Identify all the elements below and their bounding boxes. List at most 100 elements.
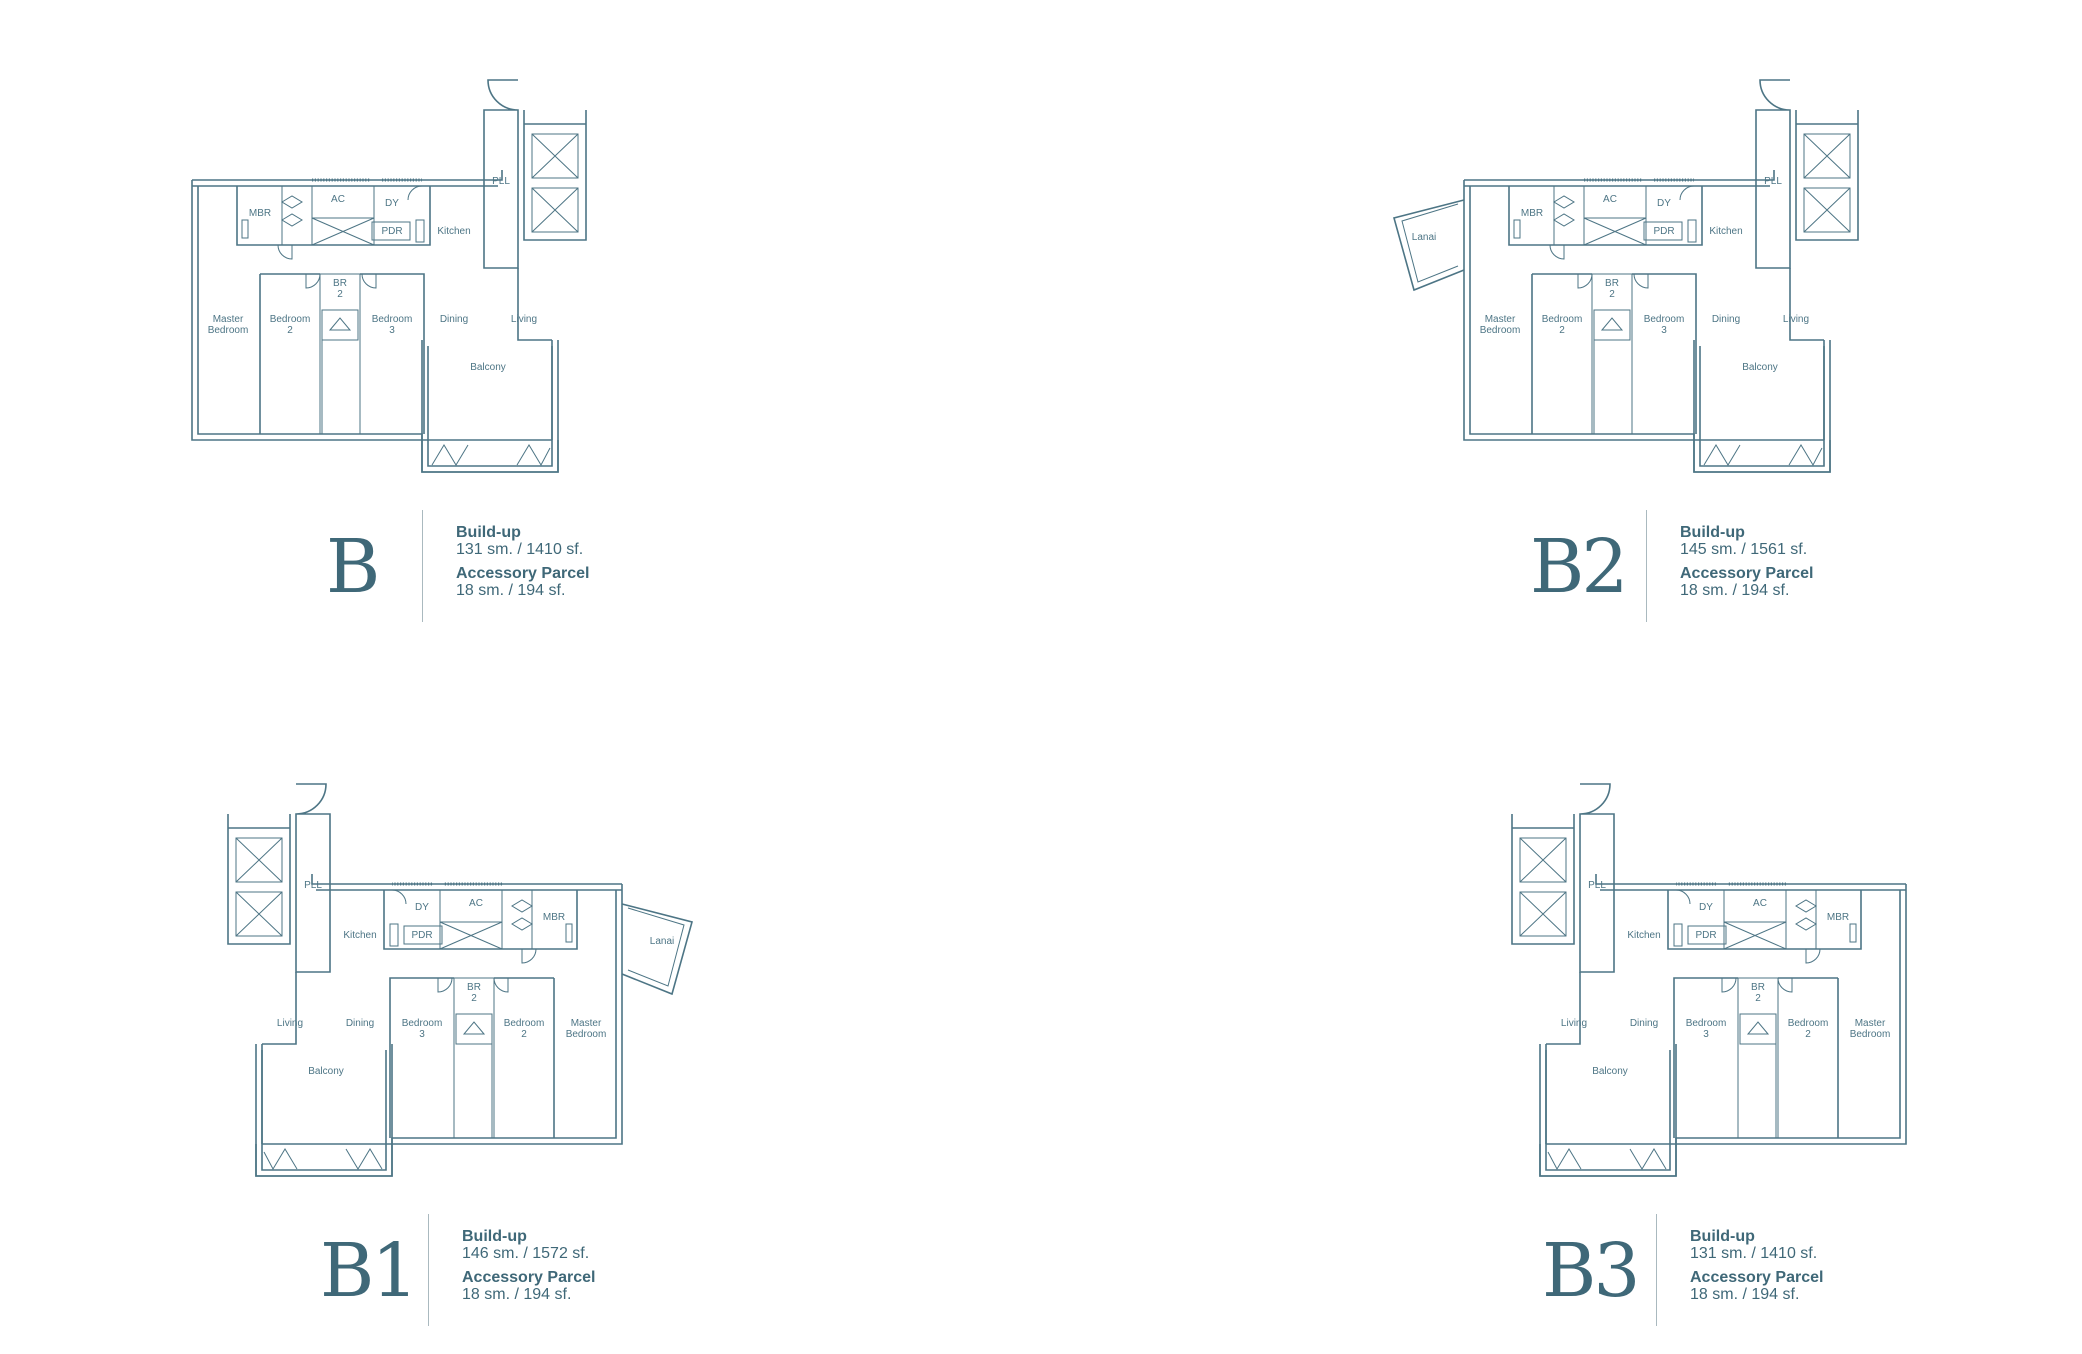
lift-car-2 — [235, 891, 283, 937]
floor-plan-drawing: MBR AC DY PDR PLL Kitchen BR 2 Master Be… — [1511, 783, 1907, 1177]
unit-code: B3 — [1542, 1228, 1640, 1314]
pll-shaft — [483, 79, 519, 269]
floor-plan-b1: MBR AC DY PDR PLL Kitchen BR 2 Master Be… — [112, 744, 693, 1177]
room-label-pdr: PDR — [1653, 226, 1674, 237]
room-label-master-line2: Bedroom — [208, 325, 249, 336]
ac-ledge — [1583, 217, 1647, 246]
room-label-dining: Dining — [346, 1018, 374, 1029]
room-label-bed2-line2: 2 — [287, 325, 293, 336]
room-label-pll: PLL — [1764, 176, 1782, 187]
room-label-bed2-line2: 2 — [521, 1029, 527, 1040]
pll-shaft — [1579, 783, 1615, 973]
room-label-bed2-line1: Bedroom — [1542, 314, 1583, 325]
room-label-pdr: PDR — [411, 930, 432, 941]
room-label-bed3-line2: 3 — [419, 1029, 425, 1040]
balcony-outline — [421, 340, 559, 473]
info-divider — [1646, 510, 1647, 622]
floor-plan-drawing: MBR AC DY PDR PLL Kitchen BR 2 Master Be… — [227, 783, 693, 1177]
room-label-dy: DY — [1699, 902, 1713, 913]
room-label-bed2-line1: Bedroom — [504, 1018, 545, 1029]
room-label-living: Living — [277, 1018, 303, 1029]
buildup-value: 145 sm. / 1561 sf. — [1680, 541, 1808, 558]
room-label-dining: Dining — [1712, 314, 1740, 325]
floor-plan-b2: MBR AC DY PDR PLL Kitchen BR 2 Master Be… — [1393, 40, 1974, 473]
floor-plan-b3: MBR AC DY PDR PLL Kitchen BR 2 Master Be… — [1396, 744, 1916, 1177]
room-label-bed2-line2: 2 — [1805, 1029, 1811, 1040]
buildup-value: 131 sm. / 1410 sf. — [456, 541, 584, 558]
room-label-master-line1: Master — [1485, 314, 1516, 325]
info-divider — [422, 510, 423, 622]
room-label-dining: Dining — [440, 314, 468, 325]
parcel-value: 18 sm. / 194 sf. — [462, 1286, 572, 1303]
buildup-value: 146 sm. / 1572 sf. — [462, 1245, 590, 1262]
floor-plan-drawing: MBR AC DY PDR PLL Kitchen BR 2 Master Be… — [191, 79, 587, 473]
room-label-pll: PLL — [492, 176, 510, 187]
lift-car-2 — [531, 187, 579, 233]
room-label-br2-line1: BR — [467, 982, 481, 993]
balcony-outline — [255, 1044, 393, 1177]
room-label-kitchen: Kitchen — [1709, 226, 1742, 237]
parcel-value: 18 sm. / 194 sf. — [1690, 1286, 1800, 1303]
room-label-br2-line2: 2 — [471, 993, 477, 1004]
outer-wall — [191, 170, 552, 441]
room-label-ac: AC — [469, 898, 483, 909]
room-label-master-line2: Bedroom — [566, 1029, 607, 1040]
room-label-mbr: MBR — [543, 912, 565, 923]
room-label-master-line1: Master — [1855, 1018, 1886, 1029]
room-label-bed3-line1: Bedroom — [1644, 314, 1685, 325]
lift-car-1 — [531, 133, 579, 179]
balcony-outline — [1693, 340, 1831, 473]
room-label-balcony: Balcony — [470, 362, 506, 373]
room-label-br2-line1: BR — [1751, 982, 1765, 993]
room-label-mbr: MBR — [1827, 912, 1849, 923]
room-label-master-line1: Master — [213, 314, 244, 325]
room-label-bed3-line2: 3 — [1703, 1029, 1709, 1040]
room-label-br2-line1: BR — [1605, 278, 1619, 289]
unit-specs: Build-up 131 sm. / 1410 sf. Accessory Pa… — [456, 524, 589, 606]
outer-wall — [1463, 170, 1824, 441]
parcel-value: 18 sm. / 194 sf. — [1680, 582, 1790, 599]
room-label-bed3-line2: 3 — [389, 325, 395, 336]
buildup-label: Build-up — [456, 524, 521, 541]
room-label-living: Living — [1561, 1018, 1587, 1029]
ac-ledge — [311, 217, 375, 246]
floor-plan-drawing: MBR AC DY PDR PLL Kitchen BR 2 Master Be… — [1393, 79, 1859, 473]
room-label-kitchen: Kitchen — [437, 226, 470, 237]
unit-code: B2 — [1530, 524, 1628, 610]
room-label-living: Living — [1783, 314, 1809, 325]
room-label-bed2-line1: Bedroom — [1788, 1018, 1829, 1029]
lift-car-1 — [1519, 837, 1567, 883]
unit-specs: Build-up 146 sm. / 1572 sf. Accessory Pa… — [462, 1228, 595, 1310]
lift-car-1 — [235, 837, 283, 883]
room-label-dy: DY — [415, 902, 429, 913]
lift-car-2 — [1803, 187, 1851, 233]
ac-ledge — [1723, 921, 1787, 950]
lift-car-2 — [1519, 891, 1567, 937]
room-label-ac: AC — [331, 194, 345, 205]
room-label-master-line1: Master — [571, 1018, 602, 1029]
pll-shaft — [1755, 79, 1791, 269]
room-label-master-line2: Bedroom — [1480, 325, 1521, 336]
floor-plan-b: MBR AC DY PDR PLL Kitchen BR 2 Master Be… — [182, 40, 702, 473]
parcel-label: Accessory Parcel — [1680, 565, 1814, 582]
room-label-ac: AC — [1603, 194, 1617, 205]
room-label-balcony: Balcony — [1592, 1066, 1628, 1077]
lift-car-1 — [1803, 133, 1851, 179]
room-label-pll: PLL — [304, 880, 322, 891]
room-label-bed3-line1: Bedroom — [402, 1018, 443, 1029]
room-label-mbr: MBR — [249, 208, 271, 219]
room-label-living: Living — [511, 314, 537, 325]
room-label-bed2-line1: Bedroom — [270, 314, 311, 325]
room-label-dy: DY — [385, 198, 399, 209]
room-label-ac: AC — [1753, 898, 1767, 909]
room-label-bed3-line1: Bedroom — [1686, 1018, 1727, 1029]
room-label-pll: PLL — [1588, 880, 1606, 891]
room-label-master-line2: Bedroom — [1850, 1029, 1891, 1040]
room-label-bed3-line1: Bedroom — [372, 314, 413, 325]
ac-ledge — [439, 921, 503, 950]
lanai-outline — [1393, 199, 1465, 292]
room-label-pdr: PDR — [381, 226, 402, 237]
room-label-dy: DY — [1657, 198, 1671, 209]
parcel-label: Accessory Parcel — [1690, 1269, 1824, 1286]
room-label-br2-line1: BR — [333, 278, 347, 289]
